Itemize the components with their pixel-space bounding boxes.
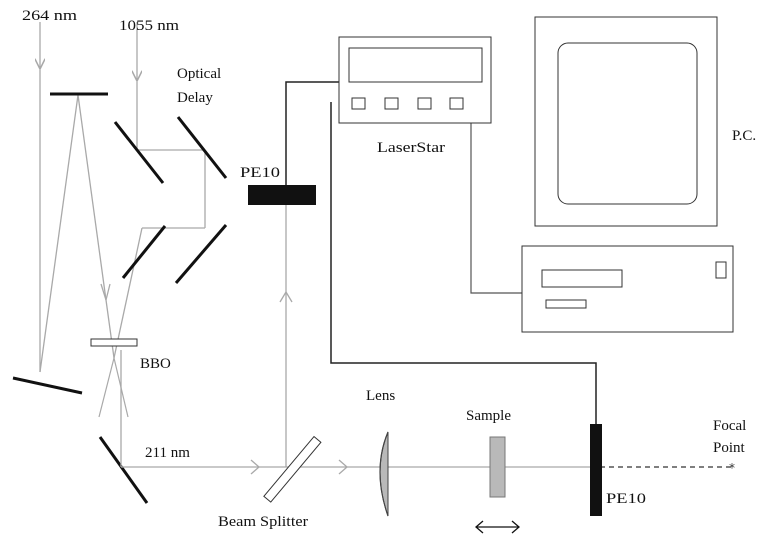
label-laserstar: LaserStar bbox=[377, 140, 445, 156]
label-pe10-top: PE10 bbox=[240, 165, 280, 181]
label-pc: P.C. bbox=[732, 128, 756, 144]
beam-splitter bbox=[263, 435, 322, 503]
label-point: Point bbox=[713, 440, 746, 456]
mirror-211-turn bbox=[98, 436, 149, 504]
pc-monitor bbox=[534, 16, 718, 227]
focal-star: * bbox=[729, 461, 735, 475]
delay-mirror-1 bbox=[113, 121, 165, 184]
bbo-crystal bbox=[90, 338, 138, 418]
mirror-bottom-left bbox=[12, 376, 83, 395]
label-lens: Lens bbox=[366, 388, 395, 404]
sample bbox=[489, 436, 506, 498]
pc-tower bbox=[521, 245, 734, 333]
delay-mirror-4 bbox=[121, 225, 167, 279]
beam-264nm bbox=[40, 22, 115, 373]
pe10-detector-bottom bbox=[590, 424, 602, 516]
beam-1055nm bbox=[113, 22, 206, 359]
beam-211nm bbox=[120, 200, 590, 475]
pe10-detector-top bbox=[248, 185, 316, 205]
label-sample: Sample bbox=[466, 408, 511, 424]
label-delay: Delay bbox=[177, 90, 213, 106]
label-beam-splitter: Beam Splitter bbox=[218, 514, 308, 530]
delay-mirror-3 bbox=[174, 224, 228, 284]
label-bbo: BBO bbox=[140, 356, 171, 372]
label-211nm: 211 nm bbox=[145, 445, 190, 461]
label-optical: Optical bbox=[177, 66, 221, 82]
laserstar-meter bbox=[338, 36, 492, 124]
translation-arrow bbox=[475, 520, 520, 534]
cables bbox=[285, 81, 597, 424]
label-264nm: 264 nm bbox=[22, 8, 77, 24]
label-focal: Focal bbox=[713, 418, 746, 434]
label-pe10-bottom: PE10 bbox=[606, 491, 646, 507]
label-1055nm: 1055 nm bbox=[119, 18, 179, 34]
delay-mirror-2 bbox=[176, 116, 228, 179]
